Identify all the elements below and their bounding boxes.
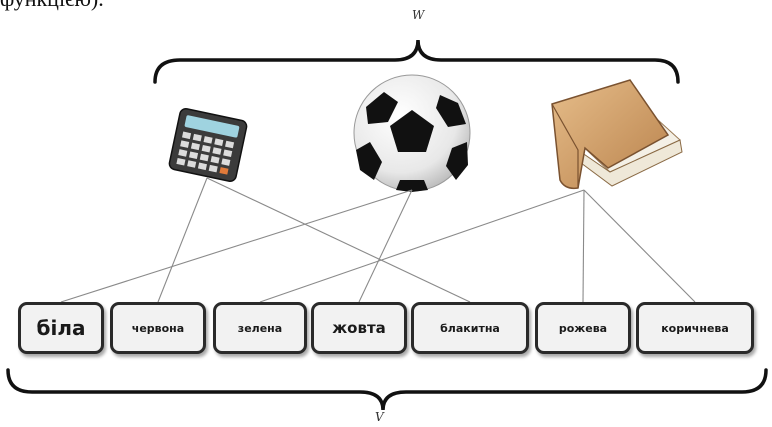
mapping-line (582, 189, 585, 303)
mapping-line (206, 177, 471, 303)
color-box: рожева (535, 302, 631, 354)
mapping-line (259, 189, 585, 303)
color-box-label: червона (131, 321, 185, 335)
top-text-fragment: функцією). (0, 0, 104, 12)
color-box-label: рожева (558, 321, 608, 335)
color-box: біла (18, 302, 104, 354)
color-box: жовта (311, 302, 407, 354)
mapping-line (60, 189, 413, 303)
color-box-label: біла (36, 316, 86, 340)
color-box-label: зелена (237, 321, 283, 335)
color-box: зелена (213, 302, 307, 354)
calculator-icon (168, 107, 248, 183)
mapping-line (358, 189, 413, 303)
book-icon (551, 79, 683, 190)
soccer-ball-icon (353, 74, 471, 192)
color-box: коричнева (636, 302, 754, 354)
brace-v (6, 368, 768, 411)
mapping-line (583, 189, 696, 303)
color-box-label: коричнева (661, 321, 729, 335)
color-box-label: блакитна (440, 321, 500, 335)
color-box: блакитна (411, 302, 529, 354)
mapping-lines (60, 177, 696, 303)
brace-w (153, 39, 680, 84)
color-box-label: жовта (332, 319, 386, 337)
mapping-line (157, 177, 208, 303)
color-box: червона (110, 302, 206, 354)
set-w-label: W (412, 8, 425, 22)
set-v-label: V (375, 410, 384, 424)
